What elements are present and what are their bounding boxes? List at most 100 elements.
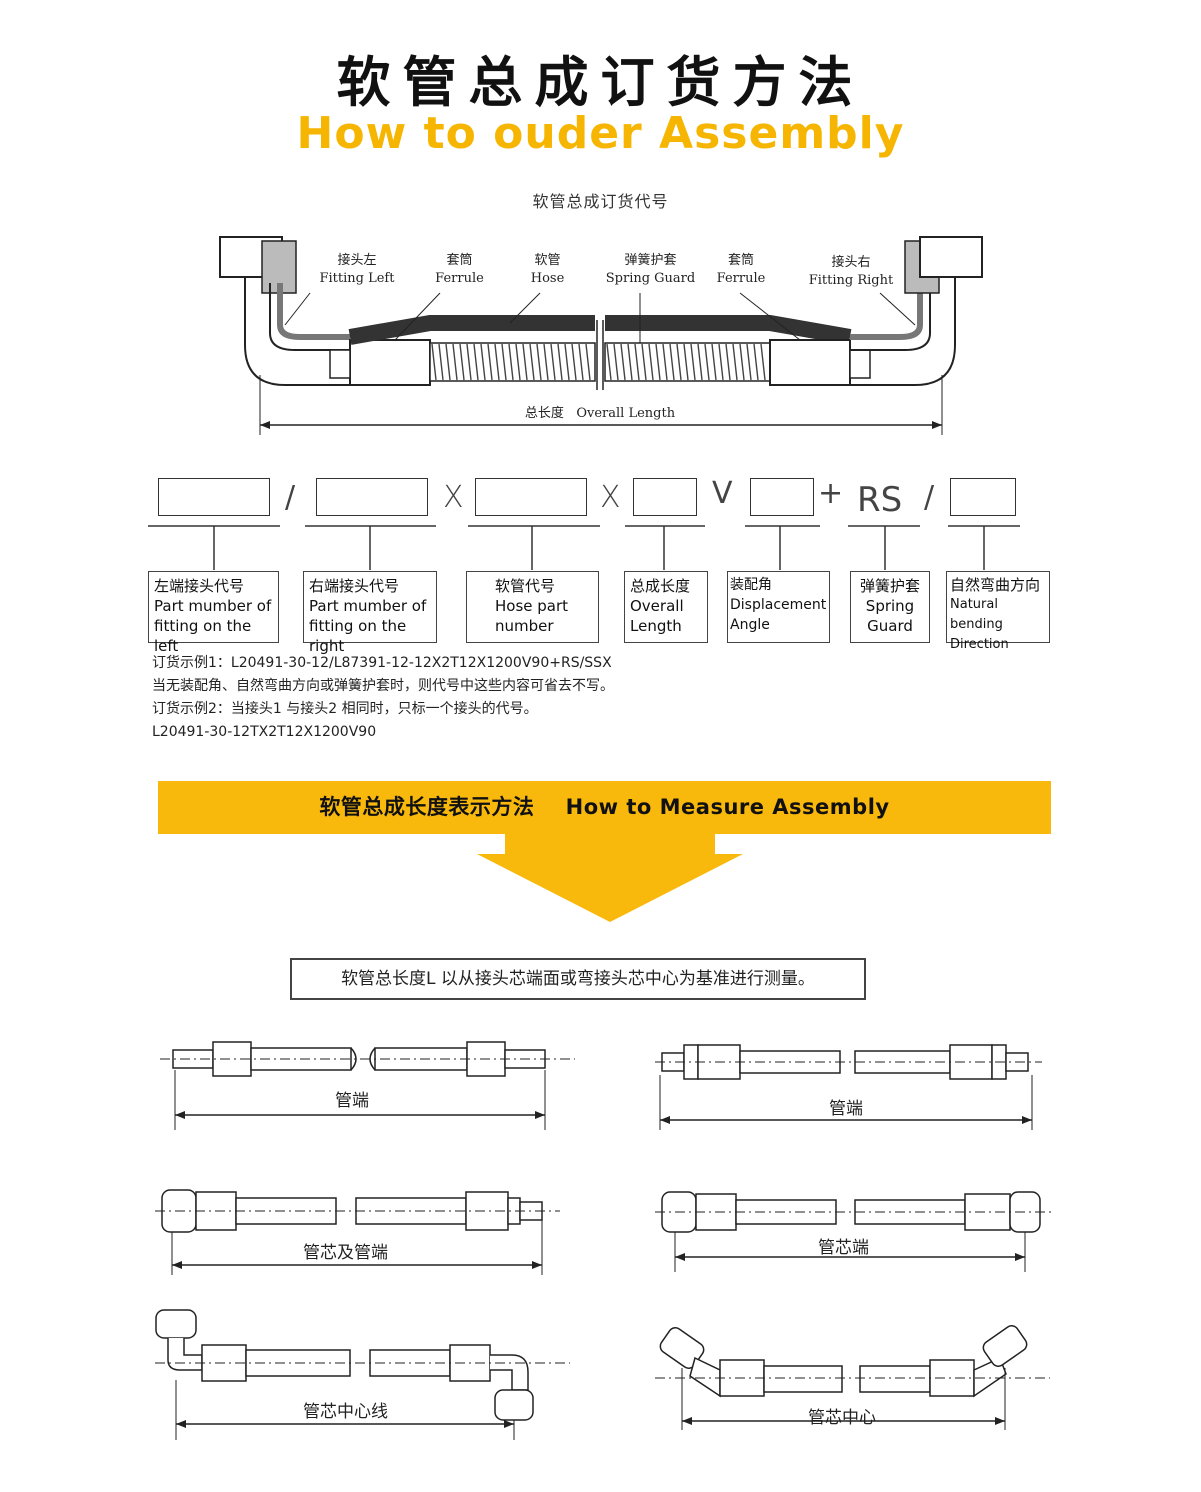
part-label-fitting-left: 接头左 Fitting Left xyxy=(302,252,412,288)
separator-x: X xyxy=(600,480,621,515)
figure-tube-end-2 xyxy=(655,1044,1042,1130)
spring-coil xyxy=(522,343,528,381)
figure-label: 管芯中心 xyxy=(808,1408,876,1428)
part-cn: 弹簧护套 xyxy=(624,253,677,268)
desc-en: fitting on the right xyxy=(309,617,407,655)
spring-coil xyxy=(613,343,619,381)
spring-coil xyxy=(634,343,640,381)
spring-coil xyxy=(711,343,717,381)
spring-coil xyxy=(445,343,451,381)
spring-coil xyxy=(641,343,647,381)
part-cn: 接头右 xyxy=(831,255,871,270)
desc-hose-part: 软管代号 Hose part number xyxy=(466,571,599,643)
desc-en: Length xyxy=(630,617,682,635)
spring-coil xyxy=(564,343,570,381)
desc-left-fitting: 左端接头代号 Part mumber of fitting on the lef… xyxy=(148,571,279,655)
part-en: Fitting Right xyxy=(808,273,894,288)
separator-slash: / xyxy=(924,480,935,515)
part-label-ferrule-right: 套筒 Ferrule xyxy=(706,252,776,288)
part-label-hose: 软管 Hose xyxy=(520,252,575,288)
desc-en: Hose part xyxy=(495,597,569,615)
desc-en: Part mumber of xyxy=(154,597,272,615)
separator-rs: RS xyxy=(857,480,903,520)
desc-en: Displacement xyxy=(730,597,827,613)
part-en: Ferrule xyxy=(716,271,766,286)
figure-core-centerline xyxy=(155,1309,570,1440)
order-code-subtitle: 软管总成订货代号 xyxy=(532,192,669,211)
page-title-cn: 软管总成订货方法 xyxy=(336,51,865,114)
desc-en: Guard xyxy=(867,617,913,635)
part-cn: 套筒 xyxy=(446,253,473,268)
spring-coil xyxy=(620,343,626,381)
part-en: Spring Guard xyxy=(605,271,696,286)
spring-coil xyxy=(732,343,738,381)
spring-coil xyxy=(494,343,500,381)
code-box-angle xyxy=(750,478,814,516)
spring-coil xyxy=(690,343,696,381)
separator-plus: + xyxy=(818,476,844,511)
spring-coil xyxy=(753,343,759,381)
spring-coil xyxy=(466,343,472,381)
desc-cn: 总成长度 xyxy=(630,577,691,595)
figure-core-center xyxy=(655,1325,1050,1430)
spring-coil xyxy=(648,343,654,381)
desc-en: Part mumber of xyxy=(309,597,427,615)
spring-coil xyxy=(662,343,668,381)
desc-en: number xyxy=(495,617,554,635)
desc-en: Overall xyxy=(630,597,684,615)
spring-coil xyxy=(501,343,507,381)
desc-en: fitting on the left xyxy=(154,617,252,655)
spring-coil xyxy=(760,343,766,381)
code-box-left-fitting xyxy=(158,478,270,516)
spring-coil xyxy=(697,343,703,381)
part-cn: 软管 xyxy=(534,253,561,268)
spring-coil xyxy=(725,343,731,381)
spring-coil xyxy=(683,343,689,381)
spring-coil xyxy=(550,343,556,381)
part-label-ferrule-left: 套筒 Ferrule xyxy=(422,252,497,288)
desc-cn: 左端接头代号 xyxy=(154,577,245,595)
figure-label: 管端 xyxy=(829,1099,863,1119)
note-line: 订货示例2：当接头1 与接头2 相同时，只标一个接头的代号。 xyxy=(152,701,538,717)
spring-coil xyxy=(606,343,612,381)
part-label-fitting-right: 接头右 Fitting Right xyxy=(795,254,907,290)
spring-coil xyxy=(718,343,724,381)
desc-overall-length: 总成长度 Overall Length xyxy=(624,571,708,643)
spring-coil xyxy=(529,343,535,381)
measure-note: 软管总长度L 以从接头芯端面或弯接头芯中心为基准进行测量。 xyxy=(290,958,866,1000)
spring-coil xyxy=(676,343,682,381)
desc-en: Direction xyxy=(950,637,1009,652)
spring-coil xyxy=(627,343,633,381)
separator-slash: / xyxy=(285,480,296,515)
figure-core-end xyxy=(655,1191,1055,1272)
spring-coil xyxy=(669,343,675,381)
figure-tube-end-1 xyxy=(160,1041,575,1130)
part-en: Fitting Left xyxy=(319,271,395,286)
spring-coil xyxy=(585,343,591,381)
spring-coil xyxy=(704,343,710,381)
desc-en: Angle xyxy=(730,617,770,633)
note-line: L20491-30-12TX2T12X1200V90 xyxy=(152,724,377,740)
code-box-hose xyxy=(475,478,587,516)
spring-coil xyxy=(515,343,521,381)
figure-label: 管芯中心线 xyxy=(303,1402,388,1422)
spring-coil xyxy=(557,343,563,381)
down-arrow-icon xyxy=(477,834,743,922)
spring-coil xyxy=(578,343,584,381)
spring-coil xyxy=(473,343,479,381)
measure-banner-title: 软管总成长度表示方法 How to Measure Assembly xyxy=(319,795,890,819)
code-connectors xyxy=(148,525,1020,570)
part-en: Ferrule xyxy=(435,271,484,286)
code-box-length xyxy=(633,478,697,516)
hose-assembly-diagram xyxy=(219,236,983,435)
desc-cn: 自然弯曲方向 xyxy=(950,576,1041,594)
spring-coil xyxy=(431,343,437,381)
desc-cn: 右端接头代号 xyxy=(309,577,400,595)
separator-x: X xyxy=(443,480,464,515)
spring-coil xyxy=(536,343,542,381)
code-box-direction xyxy=(950,478,1016,516)
desc-en: Natural bending xyxy=(950,597,1003,632)
spring-coil xyxy=(571,343,577,381)
note-line: 当无装配角、自然弯曲方向或弹簧护套时，则代号中这些内容可省去不写。 xyxy=(152,678,614,694)
desc-right-fitting: 右端接头代号 Part mumber of fitting on the rig… xyxy=(303,571,437,655)
